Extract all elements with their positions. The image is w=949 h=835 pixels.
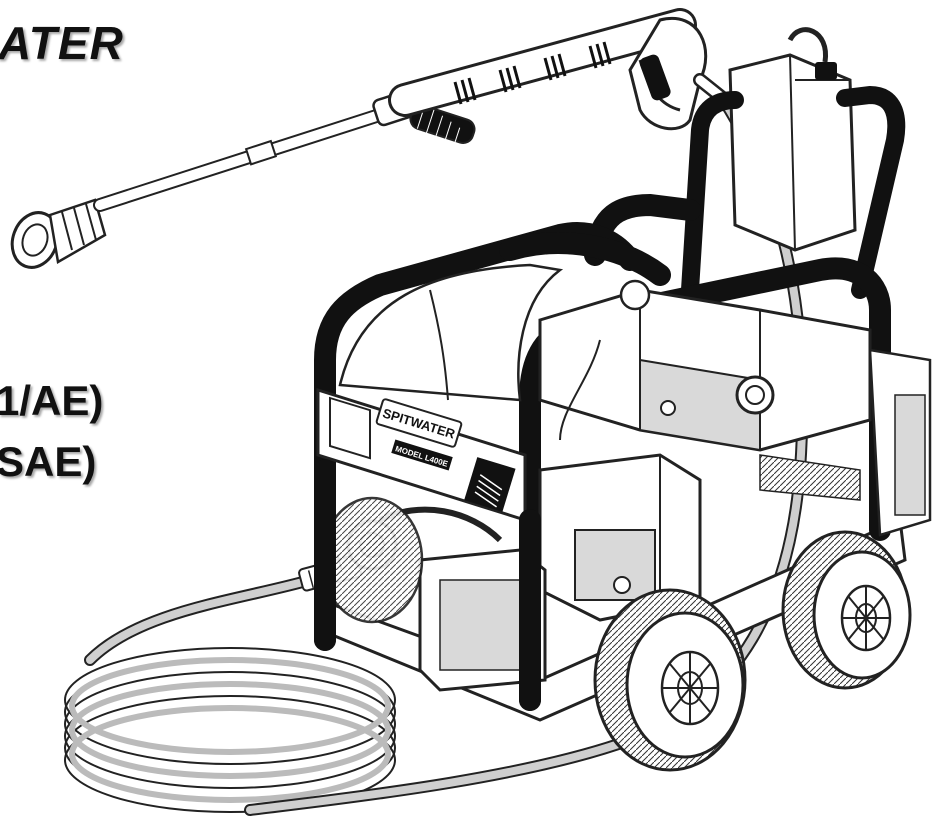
engine <box>538 279 932 537</box>
front-wheel <box>593 588 747 772</box>
rear-wheel <box>781 530 912 690</box>
water-tank <box>338 263 564 402</box>
back-left-wheel <box>320 496 424 624</box>
control-panel: SPITWATER MODEL L400E <box>316 387 527 523</box>
detergent-tank <box>728 27 857 252</box>
spray-lance <box>10 8 697 269</box>
brand-heading: ATER <box>0 17 124 69</box>
coiled-hose <box>64 647 396 813</box>
model-heading-line-2: SAE) <box>0 438 97 485</box>
model-heading-line-1: 1/AE) <box>0 377 104 424</box>
